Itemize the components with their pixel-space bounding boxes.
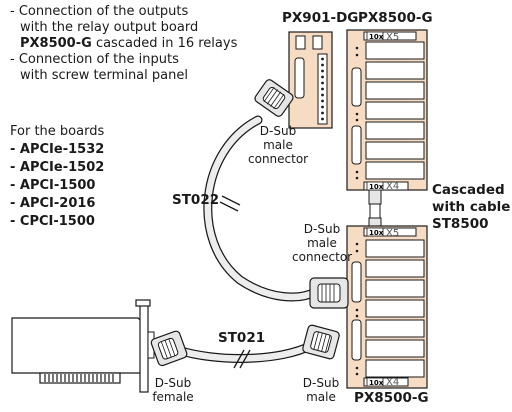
dsub-top-line-3: connector [248, 152, 309, 166]
x4-bottom-tag: 10x [369, 379, 384, 387]
x4-top-label: X4 [386, 181, 399, 192]
label-dsub-female: D-Sub female [150, 376, 196, 404]
dsub-top-line-1: D-Sub [259, 124, 297, 138]
st021-cable [173, 340, 317, 369]
label-dsub-male-top: D-Sub male connector [248, 124, 308, 166]
intro-line-5: with screw terminal panel [20, 68, 188, 83]
px8500-top-board [346, 29, 428, 191]
intro-line-3-rest: cascaded in 16 relays [91, 36, 238, 51]
label-dsub-male-mid: D-Sub male connector [292, 222, 352, 264]
intro-line-2: with the relay output board [20, 20, 199, 35]
boards-heading: For the boards [10, 124, 105, 139]
dsub-top-line-2: male [263, 138, 293, 152]
dsub-mid-line-2: male [307, 236, 337, 250]
label-cascaded: Cascaded with cable ST8500 [432, 182, 510, 233]
dsub-female-connector [150, 330, 188, 367]
connector-x4-bottom: 10x X4 [366, 377, 399, 388]
dsub-male-connector-mid [309, 277, 349, 309]
intro-line-4: - Connection of the inputs [10, 52, 179, 67]
label-st022: ST022 [172, 192, 220, 208]
cascaded-line-2: with cable [432, 199, 511, 215]
cascaded-line-3: ST8500 [432, 216, 489, 232]
board-item-1: - APCIe-1532 [10, 142, 105, 157]
x4-bottom-label: X4 [386, 377, 399, 388]
board-item-2: - APCIe-1502 [10, 160, 105, 175]
dsub-male-connector-bottom [302, 324, 340, 360]
dsub-male-bottom-line-2: male [306, 390, 336, 404]
board-item-4: - APCI-2016 [10, 196, 96, 211]
label-dsub-male-bottom: D-Sub male [298, 376, 344, 404]
x5-top-tag: 10x [369, 33, 384, 41]
label-px901-dg: PX901-DG [282, 10, 359, 26]
label-px8500-top: PX8500-G [358, 10, 433, 26]
board-item-3: - APCI-1500 [10, 178, 96, 193]
px8500-bottom-board [346, 225, 428, 389]
dsub-male-bottom-line-1: D-Sub [302, 376, 340, 390]
dsub-female-line-2: female [152, 390, 194, 404]
x5-bottom-tag: 10x [369, 229, 384, 237]
dsub-female-line-1: D-Sub [154, 376, 192, 390]
px901-board [288, 31, 333, 129]
dsub-male-connector-top [254, 79, 294, 117]
board-item-5: - CPCI-1500 [10, 214, 95, 229]
st022-cable [203, 115, 320, 302]
x5-top-label: X5 [386, 32, 399, 43]
connector-x5-bottom: 10x X5 [366, 227, 399, 239]
intro-line-1: - Connection of the outputs [10, 4, 189, 19]
intro-line-3: PX8500-G cascaded in 16 relays [20, 36, 237, 52]
label-px8500-bottom: PX8500-G [354, 390, 429, 406]
x5-bottom-label: X5 [386, 228, 399, 239]
pci-card [11, 299, 155, 393]
cascaded-line-1: Cascaded [432, 182, 505, 198]
label-st021: ST021 [218, 330, 266, 346]
dsub-mid-line-3: connector [292, 250, 353, 264]
connector-x4-top: 10x X4 [366, 181, 399, 192]
intro-board-name: PX8500-G [20, 36, 92, 51]
st8500-cascade-cable [368, 189, 382, 231]
dsub-mid-line-1: D-Sub [303, 222, 341, 236]
x4-top-tag: 10x [369, 183, 384, 191]
connector-x5-top: 10x X5 [366, 31, 399, 43]
